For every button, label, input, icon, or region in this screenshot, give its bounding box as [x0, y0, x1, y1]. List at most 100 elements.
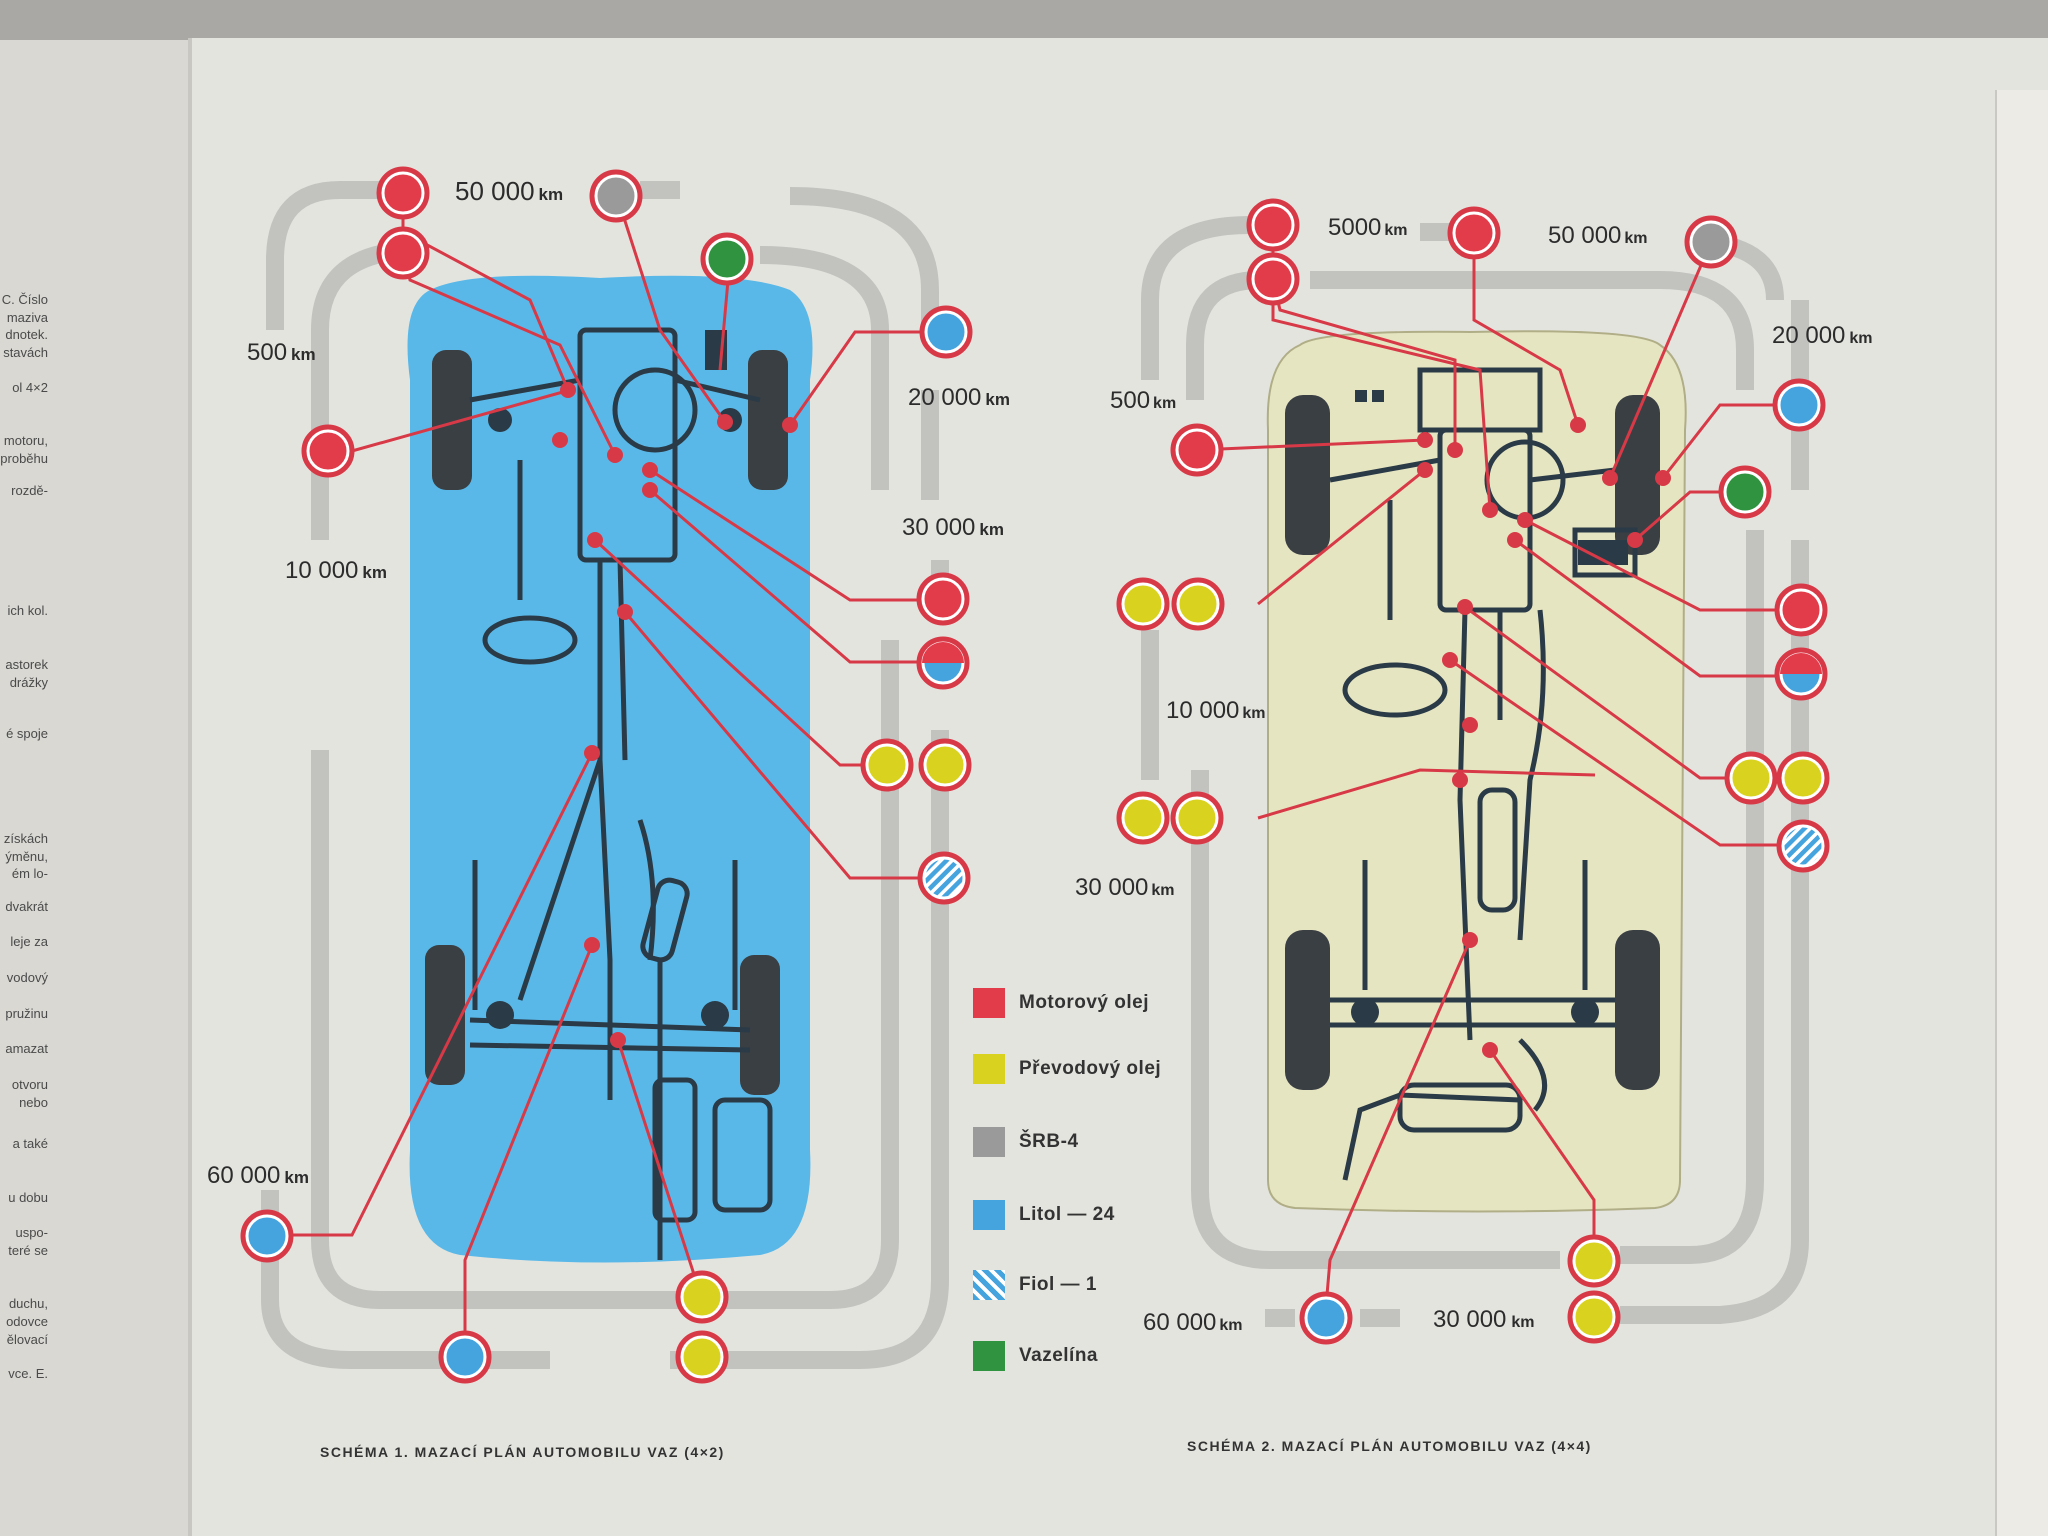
margin-text-line: teré se [8, 1243, 48, 1258]
marker-litol [243, 1212, 291, 1260]
marker-fiol [1779, 822, 1827, 870]
margin-text-line: stavách [3, 345, 48, 360]
margin-text-line: ělovací [6, 1332, 48, 1347]
schema1-car [407, 275, 813, 1263]
margin-text-line: amazat [5, 1041, 48, 1056]
legend-item: Převodový olej [973, 1053, 1161, 1085]
marker-gear-oil [1173, 794, 1221, 842]
margin-text-line: získách [3, 831, 48, 846]
marker-motor-oil [1249, 201, 1297, 249]
margin-text-line: otvoru [11, 1077, 48, 1092]
marker-vazelina [1721, 468, 1769, 516]
margin-text-line: motoru, [3, 433, 48, 448]
legend-item: Motorový olej [973, 987, 1149, 1019]
margin-text-line: drážky [9, 675, 48, 690]
marker-motor-oil [1777, 586, 1825, 634]
margin-text-line: odovce [6, 1314, 48, 1329]
marker-motor-oil [1450, 209, 1498, 257]
margin-text-line: proběhu [0, 451, 48, 466]
margin-text-line: C. Číslo [1, 292, 48, 307]
marker-motor-oil [919, 575, 967, 623]
margin-text-line: maziva [6, 310, 48, 325]
legend-item: Vazelína [973, 1340, 1098, 1372]
legend-swatch [973, 1054, 1005, 1084]
marker-motor-oil [379, 229, 427, 277]
marker-motor-oil-litol [922, 642, 964, 663]
margin-text-line: ýměnu, [5, 849, 48, 864]
legend-item: ŠRB-4 [973, 1126, 1079, 1158]
margin-text-line: dnotek. [5, 327, 48, 342]
legend-label: Motorový olej [1019, 992, 1150, 1013]
legend-swatch [973, 1200, 1005, 1230]
schema1-lube-points [552, 382, 798, 1048]
marker-motor-oil [1249, 255, 1297, 303]
marker-srb4 [1687, 218, 1735, 266]
legend-label: Litol — 24 [1019, 1204, 1115, 1225]
schema1-markers [240, 166, 973, 1384]
margin-text-line: vce. E. [8, 1366, 48, 1381]
margin-text-line: pružinu [5, 1006, 48, 1021]
marker-fiol [920, 854, 968, 902]
page-edge [1995, 90, 2048, 1536]
marker-gear-oil [1570, 1293, 1618, 1341]
marker-vazelina [703, 235, 751, 283]
margin-text-line: leje za [10, 934, 48, 949]
marker-motor-oil-litol [1780, 653, 1822, 674]
margin-text-line: u dobu [8, 1190, 48, 1205]
marker-gear-oil [1727, 754, 1775, 802]
marker-litol [441, 1333, 489, 1381]
schema2-lube-points [1417, 417, 1671, 1058]
left-page [0, 40, 200, 1536]
marker-litol [922, 308, 970, 356]
margin-text-line: duchu, [8, 1296, 48, 1311]
legend-swatch [973, 988, 1005, 1018]
marker-gear-oil [678, 1273, 726, 1321]
schema2-markers [1116, 198, 1830, 1345]
margin-text-line: a také [12, 1136, 48, 1151]
margin-text-line: astorek [5, 657, 48, 672]
marker-gear-oil [1174, 580, 1222, 628]
marker-motor-oil [379, 169, 427, 217]
margin-text-line: ém lo- [11, 866, 48, 881]
schema1-tracks [261, 181, 949, 1369]
marker-gear-oil [1119, 794, 1167, 842]
marker-gear-oil [863, 741, 911, 789]
margin-text-line: vodový [6, 970, 48, 985]
marker-gear-oil [921, 741, 969, 789]
margin-text-line: rozdě- [11, 483, 48, 498]
margin-text-line: nebo [19, 1095, 48, 1110]
legend-label: ŠRB-4 [1019, 1131, 1079, 1152]
legend-label: Vazelína [1019, 1345, 1098, 1366]
marker-motor-oil [304, 427, 352, 475]
marker-litol [1775, 381, 1823, 429]
marker-gear-oil [1119, 580, 1167, 628]
legend-label: Fiol — 1 [1019, 1274, 1097, 1295]
schema2-caption: SCHÉMA 2. MAZACÍ PLÁN AUTOMOBILU VAZ (4×… [1187, 1438, 1592, 1454]
schema1-caption: SCHÉMA 1. MAZACÍ PLÁN AUTOMOBILU VAZ (4×… [320, 1444, 725, 1460]
margin-text-line: é spoje [6, 726, 48, 741]
margin-text-line: ich kol. [7, 603, 48, 618]
legend-swatch [973, 1341, 1005, 1371]
legend-item: Fiol — 1 [973, 1269, 1097, 1301]
legend-label: Převodový olej [1019, 1058, 1162, 1079]
legend-swatch [973, 1127, 1005, 1157]
margin-text-line: dvakrát [5, 899, 48, 914]
margin-text-line: uspo- [15, 1225, 48, 1240]
marker-motor-oil [1173, 426, 1221, 474]
